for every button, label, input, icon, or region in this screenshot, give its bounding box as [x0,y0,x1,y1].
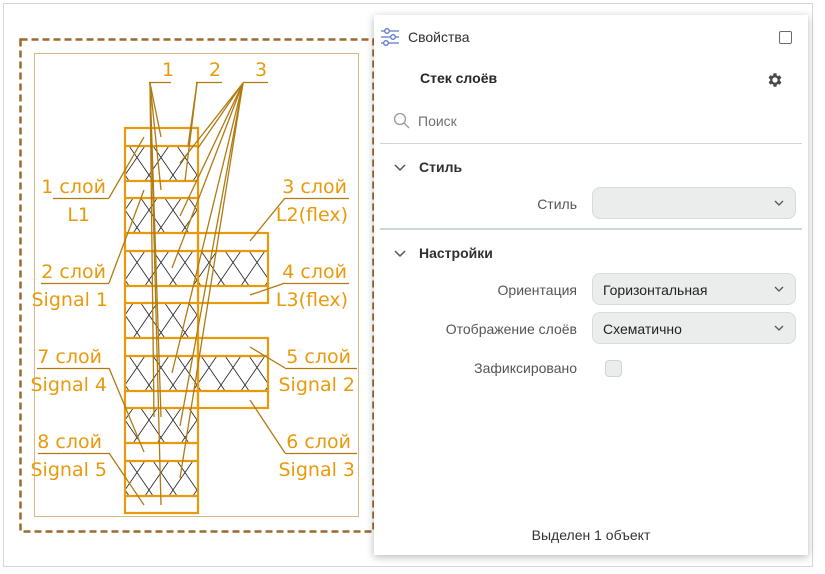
gear-icon[interactable] [766,71,784,89]
label-layer5-bottom: Signal 2 [279,374,356,396]
status-bar: Выделен 1 объект [531,527,651,543]
style-select[interactable] [592,187,796,219]
label-layer7-top: 7 слой [37,346,102,368]
callout-2: 2 [209,59,221,81]
chevron-down-icon [774,325,784,331]
maximize-icon[interactable] [779,31,792,44]
panel-header: Свойства [374,15,808,59]
chevron-down-icon [774,286,784,292]
label-layer4-bottom: L3(flex) [276,289,348,311]
drawing-frame [34,53,359,517]
label-layer8-top: 8 слой [37,431,102,453]
label-layer2-top: 2 слой [41,261,106,283]
object-type-title: Стек слоёв [420,70,498,86]
label-layer3-bottom: L2(flex) [276,204,348,226]
label-layer1-top: 1 слой [41,176,106,198]
search-placeholder: Поиск [418,113,457,129]
search-input[interactable]: Поиск [390,109,790,133]
label-layer1-bottom: L1 [67,204,90,226]
layer-display-select[interactable]: Схематично [592,312,796,344]
label-layer6-bottom: Signal 3 [279,459,356,481]
panel-title: Свойства [408,29,470,45]
label-layer4-top: 4 слой [282,261,347,283]
label-layer5-top: 5 слой [286,346,351,368]
chevron-down-icon [394,164,406,172]
stack-body [123,126,270,515]
orientation-label: Ориентация [497,282,577,298]
label-layer8-bottom: Signal 5 [31,459,108,481]
chevron-down-icon [774,200,784,206]
label-layer6-top: 6 слой [286,431,351,453]
locked-checkbox[interactable] [605,360,622,377]
chevron-down-icon [394,250,406,258]
label-layer3-top: 3 слой [282,176,347,198]
layer-display-label: Отображение слоёв [445,321,577,337]
locked-label: Зафиксировано [474,360,577,376]
label-layer7-bottom: Signal 4 [31,374,108,396]
label-layer2-bottom: Signal 1 [32,289,109,311]
leader-lines [37,81,357,506]
style-label: Стиль [537,196,577,212]
search-icon [393,112,410,129]
orientation-select[interactable]: Горизонтальная [592,273,796,305]
sliders-icon [381,28,399,46]
callout-3: 3 [255,59,267,81]
callout-1: 1 [162,59,174,81]
divider [380,143,802,144]
selection-box [19,38,375,533]
divider [380,228,802,230]
properties-panel: Свойства Стек слоёв Поиск Стиль Стиль На… [374,15,808,555]
layer-labels: 1 2 3 1 слой L1 2 слой Signal 1 3 слой L… [31,59,356,481]
